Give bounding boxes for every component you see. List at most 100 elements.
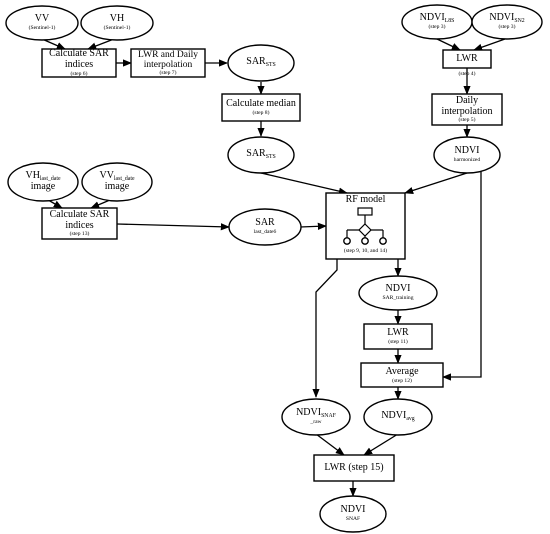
node-lwr-daily-interpolation: LWR and Daily interpolation (step 7) bbox=[132, 50, 204, 77]
node-sar-sts-1-label: SAR bbox=[246, 56, 266, 68]
node-sar-sts-1-subscript: STS bbox=[265, 62, 276, 69]
node-rf-model-caption: (step 9, 10, and 14) bbox=[327, 246, 404, 257]
ellipse-vh-last bbox=[7, 162, 79, 202]
node-vv-last-date-image: image bbox=[104, 181, 130, 193]
node-average: Average (step 12) bbox=[362, 364, 442, 387]
node-ndvi-avg: NDVIavg bbox=[366, 402, 430, 432]
node-daily-interpolation-label: Daily interpolation bbox=[441, 94, 493, 117]
box-calc-sar13 bbox=[41, 207, 118, 240]
node-lwr-step4: LWR bbox=[444, 51, 490, 68]
node-lwr-step11-label: LWR bbox=[387, 327, 409, 339]
node-calculate-sar-indices-13-label: Calculate SAR indices bbox=[49, 208, 110, 231]
edge-vv-to-calc-sar bbox=[41, 38, 66, 50]
node-calculate-median-step: (step 8) bbox=[252, 110, 270, 117]
node-ndvi-harmonized: NDVI harmonized bbox=[436, 140, 498, 170]
node-calculate-sar-indices-13-step: (step 13) bbox=[69, 231, 90, 238]
node-ndvi-sar-training-qualifier: SAR_training bbox=[382, 295, 414, 302]
edge-calc13-to-sar-last bbox=[116, 223, 230, 231]
edge-rf-to-ndvi-snaf-raw bbox=[312, 259, 338, 398]
node-calculate-median-label: Calculate median bbox=[226, 98, 296, 110]
node-sar-sts-2-subscript: STS bbox=[265, 154, 276, 161]
node-ndvi-harmonized-label: NDVI bbox=[454, 145, 480, 157]
box-lwr11 bbox=[363, 323, 433, 350]
ellipse-sar-sts-2 bbox=[227, 136, 295, 174]
box-lwr4 bbox=[442, 49, 492, 69]
ellipse-ndvi-sar-train bbox=[358, 275, 438, 311]
node-vv: VV (Sentinel-1) bbox=[8, 8, 76, 38]
node-ndvi-snaf-raw-qualifier: _raw bbox=[310, 419, 322, 426]
ellipse-sar-sts-1 bbox=[227, 44, 295, 82]
node-vh-last-date: VHlast_date image bbox=[10, 166, 76, 198]
node-vv-last-date-subscript: last_date bbox=[113, 175, 135, 182]
node-ndvi-sn2-label: NDVI bbox=[489, 12, 515, 24]
ellipse-sar-last bbox=[228, 208, 302, 246]
ellipse-ndvi-harm bbox=[433, 136, 501, 174]
node-shapes bbox=[5, 4, 543, 533]
node-ndvi-snaf-raw: NDVISNAF _raw bbox=[284, 402, 348, 432]
node-sar-last-date-label: SAR bbox=[255, 217, 275, 229]
node-lwr-step15-label: LWR (step 15) bbox=[324, 462, 384, 474]
node-ndvi-sn2-step: (step 3) bbox=[498, 24, 516, 31]
node-lwr-step11: LWR (step 11) bbox=[365, 325, 431, 349]
node-sar-sts-1: SARSTS bbox=[230, 48, 292, 78]
node-rf-model-step: (step 9, 10, and 14) bbox=[343, 248, 388, 255]
node-average-step: (step 12) bbox=[392, 377, 412, 384]
box-lwr15 bbox=[313, 454, 395, 482]
node-vh-last-date-image: image bbox=[30, 181, 56, 193]
node-sar-last-date: SAR last_date6 bbox=[232, 212, 298, 242]
box-calc-sar bbox=[41, 48, 117, 78]
node-ndvi-harmonized-qualifier: harmonized bbox=[453, 157, 481, 164]
box-daily-interp bbox=[431, 93, 503, 126]
edge-ndvi-harm-to-rf bbox=[404, 172, 468, 194]
node-ndvi-snaf: NDVI SNAF bbox=[322, 499, 384, 529]
node-calculate-sar-indices-13: Calculate SAR indices (step 13) bbox=[43, 209, 116, 239]
node-ndvi-l8s-label: NDVI bbox=[419, 12, 445, 24]
node-vh-last-date-subscript: last_date bbox=[39, 175, 61, 182]
node-sar-sts-2: SARSTS bbox=[230, 140, 292, 170]
node-ndvi-sar-training: NDVI SAR_training bbox=[361, 278, 435, 308]
node-vh-last-date-label: VH bbox=[25, 169, 40, 181]
node-ndvi-avg-label: NDVI bbox=[381, 410, 407, 422]
node-lwr-step4-label: LWR bbox=[456, 53, 478, 65]
node-ndvi-l8s-step: (step 3) bbox=[428, 24, 446, 31]
node-ndvi-sar-training-label: NDVI bbox=[385, 283, 411, 295]
ellipse-vh bbox=[80, 5, 154, 41]
node-ndvi-l8s-subscript: L8S bbox=[444, 18, 455, 25]
node-sar-sts-2-label: SAR bbox=[246, 148, 266, 160]
node-vv-last-date-label: VV bbox=[99, 169, 114, 181]
edge-ndvi-avg-to-lwr15 bbox=[363, 433, 399, 456]
ellipse-vv bbox=[5, 5, 79, 41]
node-vh-label: VH bbox=[109, 13, 125, 25]
edges bbox=[41, 38, 506, 497]
node-ndvi-sn2: NDVISN2 (step 3) bbox=[473, 7, 541, 37]
ellipse-ndvi-snaf-raw bbox=[281, 398, 351, 436]
edge-sar-last-to-rf bbox=[299, 222, 327, 230]
node-average-label: Average bbox=[385, 365, 419, 377]
ellipse-ndvi-s2 bbox=[471, 4, 543, 40]
node-calculate-median: Calculate median (step 8) bbox=[223, 95, 299, 121]
node-vv-source: (Sentinel-1) bbox=[28, 25, 56, 32]
node-vv-last-date: VVlast_date image bbox=[84, 166, 150, 198]
node-rf-model-title: RF model bbox=[327, 194, 404, 206]
node-calculate-sar-indices-label: Calculate SAR indices bbox=[49, 48, 109, 71]
node-ndvi-sn2-subscript: SN2 bbox=[514, 18, 525, 25]
node-daily-interpolation-step: (step 5) bbox=[458, 117, 476, 124]
node-ndvi-snaf-qualifier: SNAF bbox=[345, 516, 361, 523]
node-vh: VH (Sentinel-1) bbox=[83, 8, 151, 38]
node-ndvi-snaf-label: NDVI bbox=[340, 504, 366, 516]
node-sar-last-date-qualifier: last_date6 bbox=[253, 229, 277, 236]
node-daily-interpolation: Daily interpolation (step 5) bbox=[433, 95, 501, 125]
edge-ndvi-snaf-raw-to-lwr15 bbox=[315, 433, 345, 456]
ellipse-vv-last bbox=[81, 162, 153, 202]
ellipse-ndvi-avg bbox=[363, 398, 433, 436]
node-lwr-step11-step: (step 11) bbox=[388, 339, 408, 346]
node-lwr-step15: LWR (step 15) bbox=[315, 456, 393, 481]
node-lwr-daily-interpolation-step: (step 7) bbox=[159, 70, 177, 77]
node-rf-model-label: RF model bbox=[345, 193, 386, 205]
edge-ndvi-l8-to-lwr bbox=[436, 38, 461, 51]
node-ndvi-snaf-raw-subscript: SNAF bbox=[321, 413, 336, 420]
edge-ndvi-harm-to-average bbox=[442, 170, 482, 381]
box-average bbox=[360, 362, 444, 388]
